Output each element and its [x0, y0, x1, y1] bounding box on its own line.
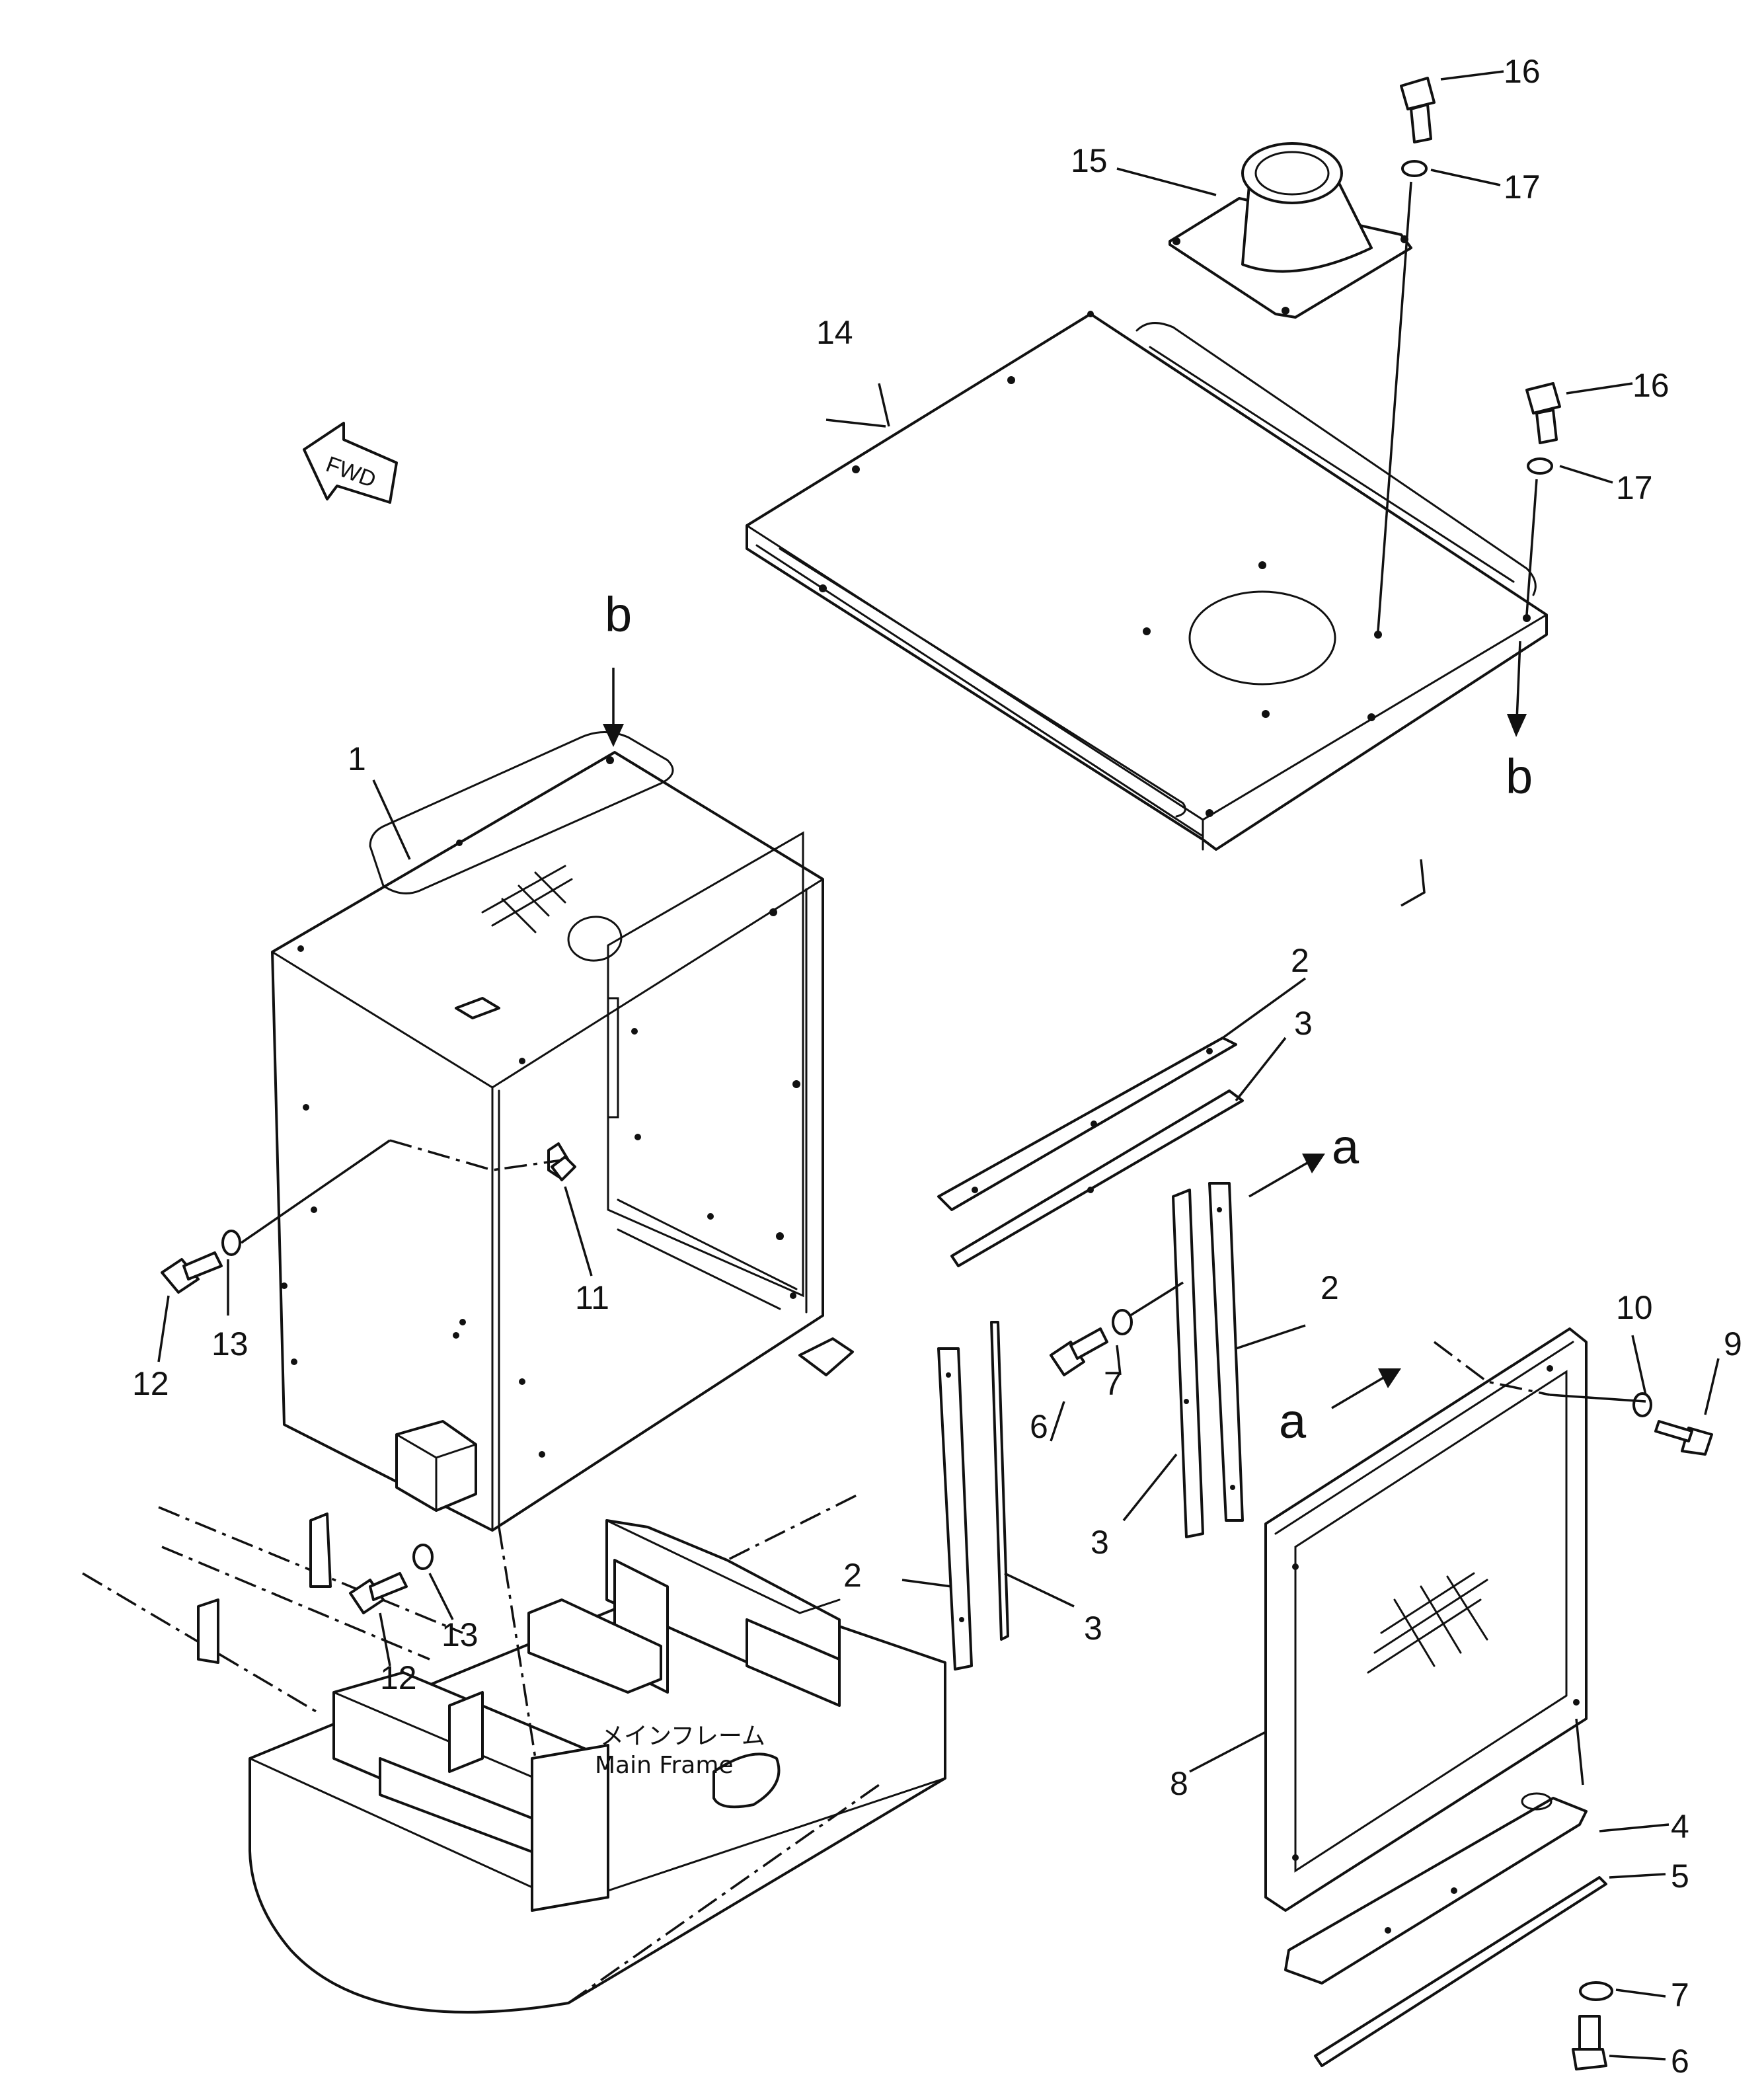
- hardware-top: [1377, 77, 1561, 632]
- callout-11: 11: [575, 1279, 609, 1316]
- callout-3-left: 3: [1084, 1610, 1102, 1647]
- callout-15: 15: [1071, 142, 1108, 179]
- callout-2-right: 2: [1321, 1269, 1339, 1306]
- view-mark-a-bottom: a: [1279, 1394, 1307, 1448]
- callout-9: 9: [1724, 1325, 1742, 1362]
- main-frame: メインフレーム Main Frame: [82, 1493, 946, 2014]
- callout-2-left: 2: [843, 1557, 862, 1594]
- callout-5: 5: [1671, 1858, 1689, 1895]
- callout-13-lower: 13: [441, 1616, 479, 1653]
- callout-8: 8: [1170, 1765, 1188, 1802]
- callout-12-lower: 12: [380, 1659, 417, 1696]
- callout-3-mid: 3: [1091, 1524, 1109, 1561]
- callout-16-right: 16: [1632, 367, 1669, 404]
- callout-17-top: 17: [1504, 169, 1541, 206]
- callout-7-mid: 7: [1104, 1365, 1122, 1402]
- callout-7-bottom: 7: [1671, 1977, 1689, 2014]
- view-mark-a-top: a: [1332, 1119, 1360, 1174]
- view-mark-b-top: b: [605, 587, 632, 642]
- hardware-fasteners: [161, 1156, 1713, 2070]
- top-cover-plate: [746, 311, 1548, 851]
- seal-strips: [937, 1037, 1244, 1671]
- leader-lines: [157, 70, 1720, 2061]
- view-arrows: [603, 641, 1527, 1409]
- callout-10: 10: [1616, 1289, 1653, 1326]
- callout-6-bottom: 6: [1671, 2043, 1689, 2080]
- view-mark-b-bottom: b: [1506, 749, 1533, 804]
- callout-14: 14: [816, 314, 853, 351]
- exhaust-duct: [1169, 142, 1412, 319]
- callout-17-right: 17: [1616, 469, 1653, 506]
- main-frame-label-jp: メインフレーム: [600, 1723, 765, 1750]
- view-mark-letters: b b a a: [605, 587, 1533, 1448]
- main-frame-label-en: Main Frame: [595, 1752, 734, 1779]
- callout-16-top: 16: [1504, 53, 1541, 90]
- callout-13-left: 13: [211, 1325, 249, 1362]
- fwd-arrow-icon: FWD: [303, 422, 398, 504]
- callout-labels: 1 2 3 2 3 2 3 4 5 6 6 7 7 8 9 10 11 12 1…: [132, 53, 1742, 2080]
- callout-2-top: 2: [1291, 942, 1309, 979]
- cabinet-box: [271, 731, 854, 1532]
- callout-4: 4: [1671, 1808, 1689, 1845]
- grille-frame: [1264, 1327, 1607, 2067]
- callout-12-left: 12: [132, 1365, 169, 1402]
- callout-6-mid: 6: [1030, 1408, 1048, 1445]
- callout-1: 1: [348, 740, 366, 777]
- callout-3-top: 3: [1294, 1005, 1313, 1042]
